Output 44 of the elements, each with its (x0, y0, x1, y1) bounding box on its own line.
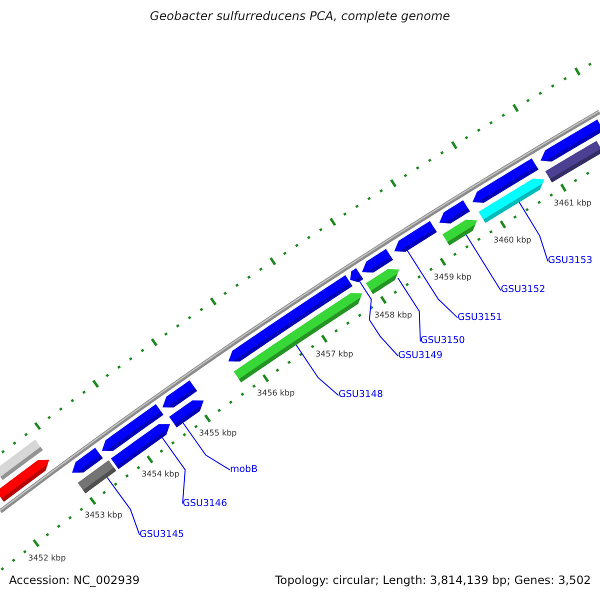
gene-bar (545, 140, 600, 182)
scale-label: 3460 kbp (494, 235, 532, 244)
gene-feature (350, 268, 364, 282)
scale-label: 3459 kbp (434, 272, 472, 282)
gene-feature (442, 220, 478, 246)
gene-label: GSU3145 (140, 528, 184, 541)
gene-feature (366, 269, 400, 294)
gene-feature (362, 248, 393, 273)
scale-label: 3454 kbp (142, 469, 180, 479)
scale-label: 3455 kbp (199, 428, 237, 438)
gene-label: GSU3153 (548, 255, 592, 268)
gene-feature (0, 460, 50, 502)
gene-label: GSU3150 (420, 335, 465, 348)
gene-feature (394, 221, 437, 252)
gene-feature (439, 200, 470, 224)
scale-label: 3461 kbp (554, 198, 592, 208)
gene-feature (110, 424, 170, 470)
genome-summary-text: Topology: circular; Length: 3,814,139 bp; Genes: 3,502 (275, 574, 591, 588)
leader-line (397, 278, 421, 342)
leader-line (518, 202, 548, 262)
gene-label: GSU3146 (182, 498, 228, 510)
leader-line (359, 280, 399, 356)
leader-line (106, 476, 140, 536)
leader-line (466, 234, 502, 291)
leader-line (296, 344, 339, 396)
gene-label: GSU3148 (338, 389, 384, 402)
scale-label: 3457 kbp (315, 349, 354, 358)
gene-label: mobB (230, 464, 258, 476)
gene-label: GSU3151 (458, 312, 502, 324)
gene-feature (234, 292, 362, 382)
leader-line (162, 437, 186, 504)
gene-label: GSU3149 (398, 350, 443, 362)
leader-line (406, 250, 458, 318)
scale-label: 3453 kbp (84, 510, 122, 520)
accession-text: Accession: NC_002939 (9, 574, 140, 588)
leader-line (182, 422, 230, 470)
gene-bar (78, 460, 116, 494)
gene-feature (169, 400, 204, 428)
title: Geobacter sulfurreducens PCA, complete genome (148, 10, 452, 24)
gene-feature (478, 178, 544, 223)
gene-feature (72, 448, 103, 473)
scale-label: 3452 kbp (28, 552, 66, 562)
gene-label: GSU3152 (500, 284, 546, 296)
scale-label: 3458 kbp (374, 310, 412, 320)
